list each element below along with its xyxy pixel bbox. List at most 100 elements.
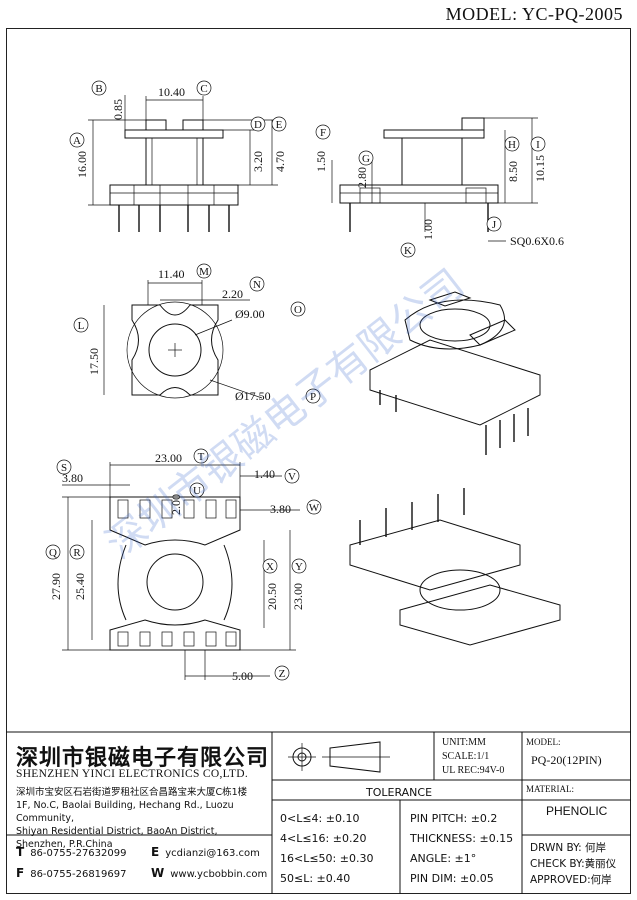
label-a: A bbox=[73, 135, 81, 147]
label-h: H bbox=[508, 139, 516, 151]
address-en-2: Shiyan Residential District, BaoAn Distr… bbox=[16, 826, 218, 837]
tolerance-1: 0<L≤4: ±0.10 bbox=[280, 812, 360, 825]
dim-h-value: 8.50 bbox=[506, 161, 520, 182]
dim-u-value: 2.00 bbox=[169, 494, 183, 515]
tolerance-4: 50≤L: ±0.40 bbox=[280, 872, 351, 885]
address-en-3: Shenzhen, P.R.China bbox=[16, 839, 113, 850]
address-en-1: 1F, No.C, Baolai Building, Hechang Rd., … bbox=[16, 800, 234, 824]
label-circle-h bbox=[504, 136, 520, 152]
label-circle-u bbox=[189, 482, 205, 498]
model-value: PQ-20(12PIN) bbox=[531, 753, 602, 767]
dim-l-value: 17.50 bbox=[87, 348, 101, 375]
label-b: B bbox=[95, 83, 102, 95]
dim-w-value: 3.80 bbox=[270, 502, 291, 516]
dim-j-length-value: 1.00 bbox=[421, 219, 435, 240]
email-address[interactable]: ycdianzi@163.com bbox=[165, 848, 260, 859]
tolerance-3: 16<L≤50: ±0.30 bbox=[280, 852, 374, 865]
label-c: C bbox=[200, 83, 207, 95]
web-address[interactable]: www.ycbobbin.com bbox=[170, 869, 268, 880]
ul-rec-label: UL REC:94V-0 bbox=[442, 765, 505, 776]
top-view: 11.40 2.20 Ø9.00 17.50 Ø17.50 bbox=[87, 267, 271, 403]
dim-q-value: 27.90 bbox=[49, 573, 63, 600]
label-o: O bbox=[294, 304, 302, 316]
web-label: W bbox=[151, 866, 165, 880]
dim-m-value: 11.40 bbox=[158, 267, 185, 281]
material-label: MATERIAL: bbox=[526, 784, 574, 794]
label-y: Y bbox=[295, 561, 303, 573]
dim-t-value: 23.00 bbox=[155, 451, 182, 465]
address: 深圳市宝安区石岩街道罗租社区合昌路宝来大厦C栋1楼 1F, No.C, Baol… bbox=[16, 786, 266, 851]
tel-number: 86-0755-27632099 bbox=[30, 848, 127, 859]
label-circle-i bbox=[530, 136, 546, 152]
dim-b-value: 0.85 bbox=[111, 99, 125, 120]
label-k: K bbox=[404, 245, 412, 257]
address-cn: 深圳市宝安区石岩街道罗租社区合昌路宝来大厦C栋1楼 bbox=[16, 787, 248, 798]
label-circle-r bbox=[69, 544, 85, 560]
pin-pitch: PIN PITCH: ±0.2 bbox=[410, 812, 498, 825]
dim-i-value: 10.15 bbox=[533, 155, 547, 182]
unit-label: UNIT:MM bbox=[442, 737, 486, 748]
label-w: W bbox=[309, 502, 320, 514]
label-x: X bbox=[266, 561, 274, 573]
scale-label: SCALE:1/1 bbox=[442, 751, 490, 762]
dim-g-value: 2.80 bbox=[355, 167, 369, 188]
isometric-bottom bbox=[349, 488, 561, 646]
label-circle-d bbox=[250, 116, 266, 132]
model-title: MODEL: YC-PQ-2005 bbox=[445, 4, 623, 24]
label-circle-t bbox=[193, 448, 209, 464]
label-r: R bbox=[73, 547, 81, 559]
front-view: 16.00 0.85 10.40 3.20 4.70 bbox=[75, 85, 287, 232]
tel-label: T bbox=[16, 845, 25, 859]
dim-n-value: 2.20 bbox=[222, 287, 243, 301]
bottom-view: 23.00 3.80 2.00 1.40 3.80 27.90 25.40 20… bbox=[49, 451, 305, 683]
dim-c-value: 10.40 bbox=[158, 85, 185, 99]
dim-v-value: 1.40 bbox=[254, 467, 275, 481]
label-i: I bbox=[536, 139, 540, 151]
tolerance-title: TOLERANCE bbox=[366, 786, 433, 799]
label-circle-q bbox=[45, 544, 61, 560]
check-by: CHECK BY:黄丽仪 bbox=[530, 858, 617, 870]
label-circle-p bbox=[305, 388, 321, 404]
contact-fax: F 86-0755-26819697 bbox=[16, 866, 127, 880]
label-circle-n bbox=[249, 276, 265, 292]
label-f: F bbox=[320, 127, 326, 139]
label-circle-g bbox=[358, 150, 374, 166]
label-circle-c bbox=[196, 80, 212, 96]
label-m: M bbox=[199, 266, 209, 278]
label-circle-m bbox=[196, 263, 212, 279]
label-s: S bbox=[61, 462, 67, 474]
company-name-en: SHENZHEN YINCI ELECTRONICS CO,LTD. bbox=[16, 768, 248, 780]
dim-d-value: 3.20 bbox=[251, 151, 265, 172]
dim-f-value: 1.50 bbox=[314, 151, 328, 172]
model-label: MODEL: bbox=[526, 737, 561, 747]
title-block: 深圳市银磁电子有限公司 SHENZHEN YINCI ELECTRONICS C… bbox=[6, 732, 631, 894]
label-l: L bbox=[78, 320, 85, 332]
dim-z-value: 5.00 bbox=[232, 669, 253, 683]
tolerance-2: 4<L≤16: ±0.20 bbox=[280, 832, 367, 845]
label-circle-j bbox=[486, 216, 502, 232]
fax-number: 86-0755-26819697 bbox=[30, 869, 127, 880]
label-circle-v bbox=[284, 468, 300, 484]
label-circle-s bbox=[56, 459, 72, 475]
label-circle-l bbox=[73, 317, 89, 333]
dim-x-value: 20.50 bbox=[265, 583, 279, 610]
fax-label: F bbox=[16, 866, 25, 880]
dim-p-value: Ø17.50 bbox=[235, 389, 271, 403]
isometric-top bbox=[369, 291, 541, 455]
approved-by: APPROVED:何岸 bbox=[530, 874, 612, 886]
label-circle-f bbox=[315, 124, 331, 140]
label-circle-k bbox=[400, 242, 416, 258]
label-circle-e bbox=[271, 116, 287, 132]
drawing-sheet-border bbox=[6, 28, 631, 894]
email-label: E bbox=[151, 845, 160, 859]
label-p: P bbox=[310, 391, 316, 403]
company-name-cn: 深圳市银磁电子有限公司 bbox=[16, 746, 270, 771]
drawn-by: DRWN BY: 何岸 bbox=[530, 842, 607, 854]
label-circle-w bbox=[306, 499, 322, 515]
label-e: E bbox=[276, 119, 283, 131]
label-circle-o bbox=[290, 301, 306, 317]
label-circle-a bbox=[69, 132, 85, 148]
label-j: J bbox=[492, 219, 497, 231]
